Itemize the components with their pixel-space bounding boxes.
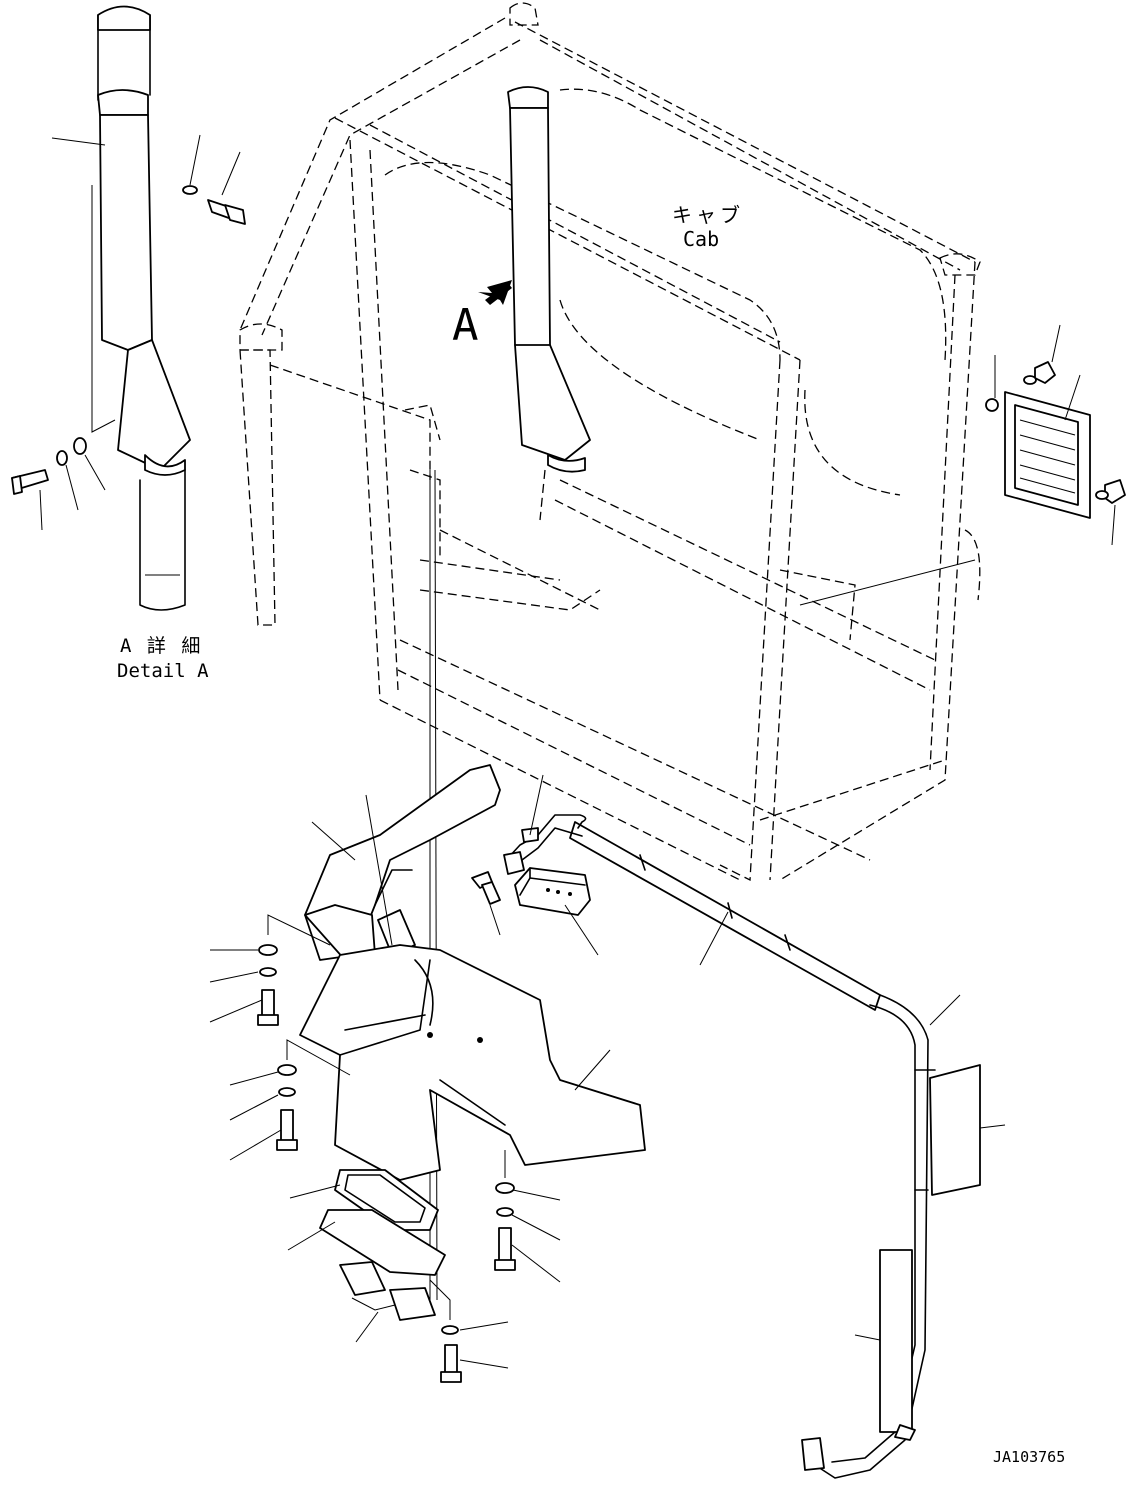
cab-label-en: Cab (683, 227, 719, 251)
duct-assembly (209, 764, 646, 1383)
cab-label-jp: キャブ (672, 203, 744, 227)
vent-grille (985, 324, 1126, 546)
view-arrow-a (478, 280, 512, 305)
detail-label-jp: A 詳 細 (120, 635, 202, 657)
detail-a-pillar (11, 5, 246, 611)
cab-pillar (507, 86, 591, 473)
cab-frame (239, 2, 981, 1301)
detail-label-en: Detail A (117, 660, 209, 682)
wiring-harness (471, 774, 1006, 1479)
view-arrow-label: A (452, 300, 479, 351)
drawing-id: JA103765 (993, 1448, 1065, 1466)
